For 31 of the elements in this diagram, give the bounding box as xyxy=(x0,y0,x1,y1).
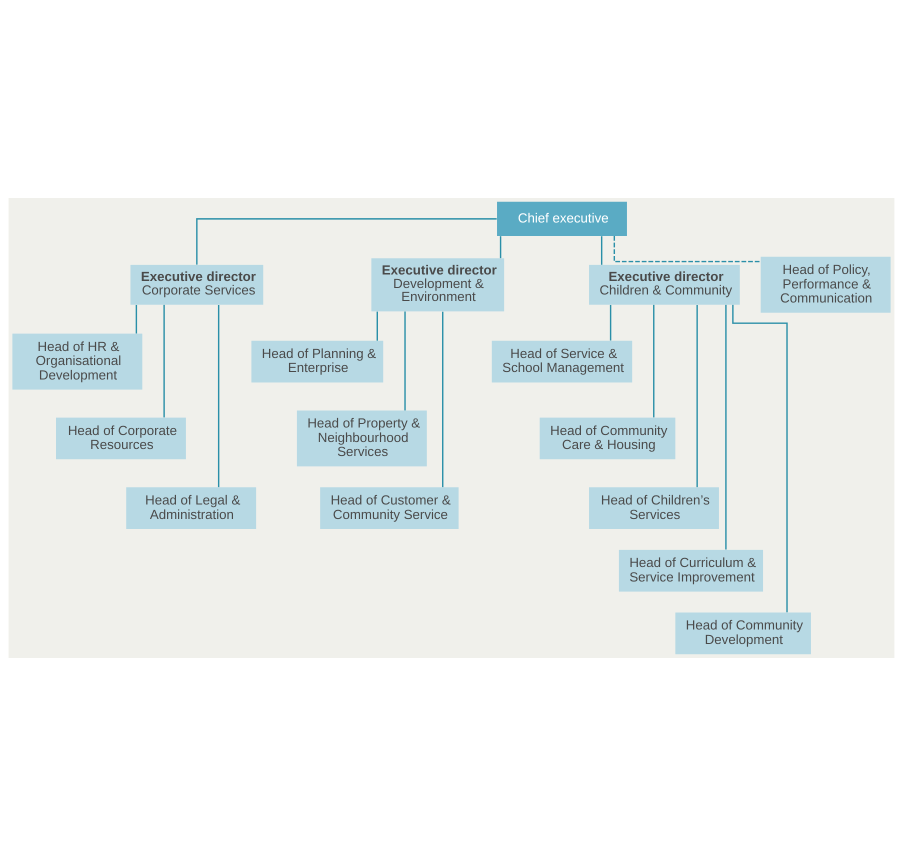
node-box: Head of Community Care & Housing xyxy=(540,417,676,459)
connector xyxy=(732,304,788,612)
node-box: Head of Corporate Resources xyxy=(56,417,186,459)
connector xyxy=(376,311,378,340)
node-box: Head of Legal & Administration xyxy=(126,486,256,528)
connector xyxy=(196,218,497,264)
node-box: Head of Service & School Management xyxy=(492,340,632,382)
connector xyxy=(163,304,165,417)
node-box: Executive director Development & Environment xyxy=(371,258,504,311)
node-box: Head of Policy, Performance & Communication xyxy=(760,256,891,312)
node-box: Executive director Corporate Services xyxy=(130,264,264,304)
node-box: Executive director Children & Community xyxy=(589,264,740,304)
node-box: Head of Property & Neighbourhood Services xyxy=(296,410,427,466)
connector xyxy=(725,304,727,549)
connector xyxy=(500,236,502,258)
node-box: Chief executive xyxy=(497,201,627,236)
node-box: Head of Children’s Services xyxy=(589,486,719,528)
node-box: Head of Community Development xyxy=(675,612,811,654)
connector xyxy=(218,304,220,487)
node-box: Head of Curriculum & Service Improvement xyxy=(618,549,764,592)
connector xyxy=(404,311,406,410)
connector xyxy=(614,235,761,262)
node-box: Head of Customer & Community Service xyxy=(320,486,459,528)
connector xyxy=(136,304,138,333)
connector xyxy=(653,304,654,417)
node-box: Head of HR & Organisational Development xyxy=(12,333,142,390)
node-box: Head of Planning & Enterprise xyxy=(251,340,384,382)
connector xyxy=(442,311,444,487)
connector xyxy=(696,304,698,487)
connector xyxy=(600,236,602,264)
connector xyxy=(610,304,612,340)
